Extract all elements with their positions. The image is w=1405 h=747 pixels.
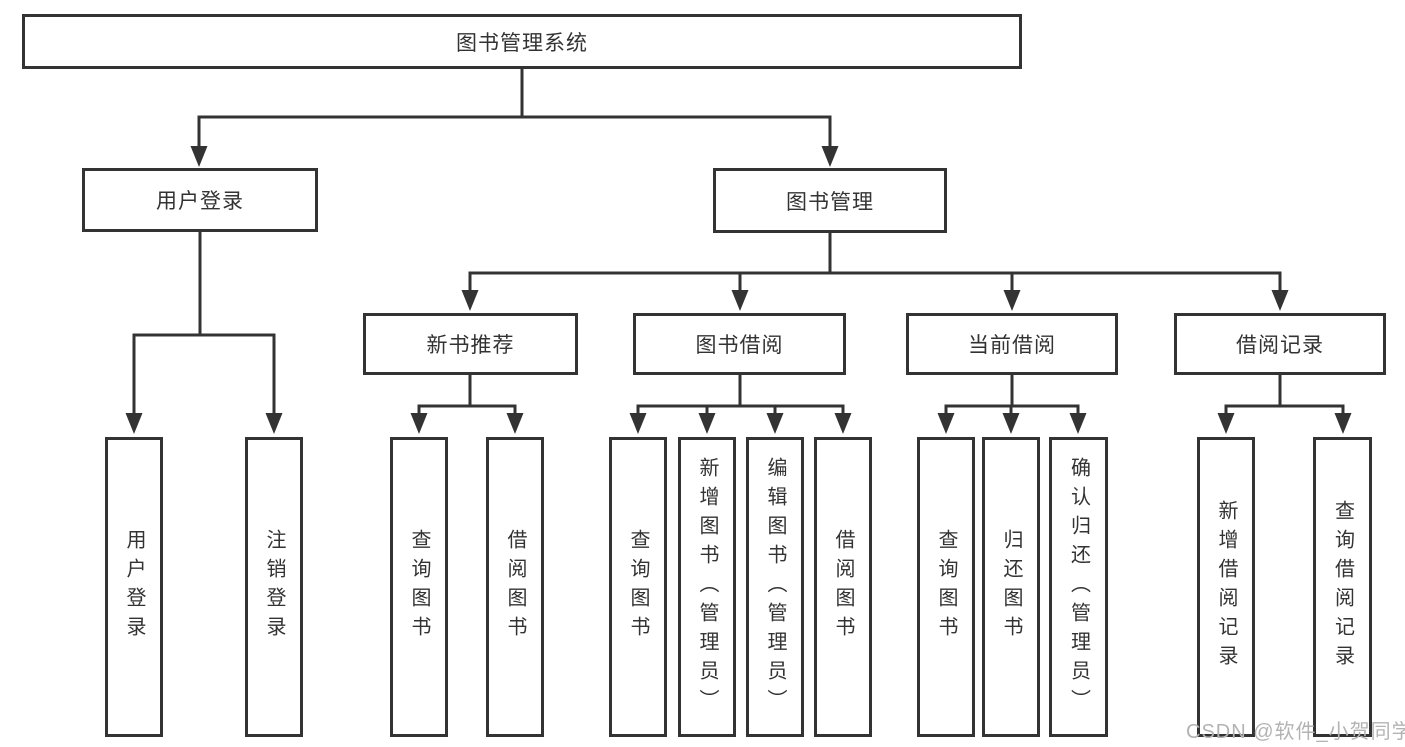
node-borrowing-records: 借阅记录 (1174, 313, 1386, 375)
node-library-system: 图书管理系统 (22, 14, 1022, 69)
node-current-borrowing: 当前借阅 (906, 313, 1118, 375)
leaf-query-borrow-record: 查询借阅记录 (1313, 437, 1372, 737)
leaf-query-books-current: 查询图书 (917, 437, 975, 737)
leaf-query-books-borrowing: 查询图书 (609, 437, 667, 737)
leaf-add-borrow-record: 新增借阅记录 (1197, 437, 1255, 737)
leaf-user-login: 用户登录 (105, 437, 163, 737)
leaf-logout-login: 注销登录 (245, 437, 303, 737)
leaf-borrow-books-borrowing: 借阅图书 (814, 437, 872, 737)
leaf-query-books-recommend: 查询图书 (390, 437, 448, 737)
csdn-watermark: CSDN @软件_小贺同学 (1186, 721, 1405, 743)
node-book-management: 图书管理 (713, 168, 947, 233)
leaf-add-books-admin: 新增图书（管理员） (678, 437, 736, 737)
leaf-confirm-return-admin: 确认归还（管理员） (1049, 437, 1108, 737)
leaf-return-books: 归还图书 (982, 437, 1040, 737)
node-book-borrowing: 图书借阅 (633, 313, 846, 375)
node-new-book-recommend: 新书推荐 (363, 313, 578, 375)
node-user-login: 用户登录 (82, 168, 318, 232)
leaf-edit-books-admin: 编辑图书（管理员） (746, 437, 804, 737)
leaf-borrow-books-recommend: 借阅图书 (486, 437, 544, 737)
